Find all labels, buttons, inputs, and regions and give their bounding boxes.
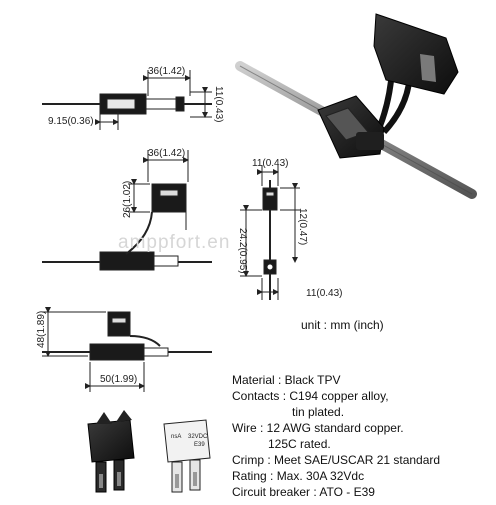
spec-contacts-1: Contacts : C194 copper alloy, <box>232 389 389 403</box>
unit-note: unit : mm (inch) <box>301 318 384 332</box>
dim-top-length: 36(1.42) <box>148 66 185 77</box>
spec-breaker: Circuit breaker : ATO - E39 <box>232 485 375 499</box>
dim-mid-height: 26(1.02) <box>122 181 133 218</box>
dim-top-left: 9.15(0.36) <box>48 116 94 127</box>
breaker-label-line2: 32VDC <box>188 434 208 440</box>
watermark: amppfort.en <box>118 232 231 253</box>
spec-material: Material : Black TPV <box>232 373 341 387</box>
breaker-label-line3: E39 <box>194 442 205 448</box>
dim-side-height-b: 24.2(0.95) <box>237 228 248 274</box>
spec-crimp: Crimp : Meet SAE/USCAR 21 standard <box>232 453 441 467</box>
spec-contacts-2: tin plated. <box>292 405 345 419</box>
dim-side-width: 11(0.43) <box>252 158 289 169</box>
dim-mid-length: 36(1.42) <box>148 148 185 159</box>
breaker-label <box>163 419 211 493</box>
middle-view <box>42 150 212 271</box>
dim-bottom-height: 48(1.89) <box>36 311 47 348</box>
dim-side-height-a: 12(0.47) <box>297 208 308 245</box>
spec-rating: Rating : Max. 30A 32Vdc <box>232 469 365 483</box>
top-view <box>42 70 212 130</box>
spec-wire-1: Wire : 12 AWG standard copper. <box>232 421 404 435</box>
dim-bottom-length: 50(1.99) <box>100 374 137 385</box>
bottom-view <box>42 307 212 392</box>
spec-wire-2: 125C rated. <box>268 437 331 451</box>
breaker-label-line1: nsA <box>171 434 181 440</box>
dim-side-width-bottom: 11(0.43) <box>306 288 343 299</box>
product-photo <box>235 13 477 199</box>
dim-top-height: 11(0.43) <box>213 86 224 123</box>
side-view <box>240 165 300 300</box>
breaker-black <box>87 410 135 493</box>
